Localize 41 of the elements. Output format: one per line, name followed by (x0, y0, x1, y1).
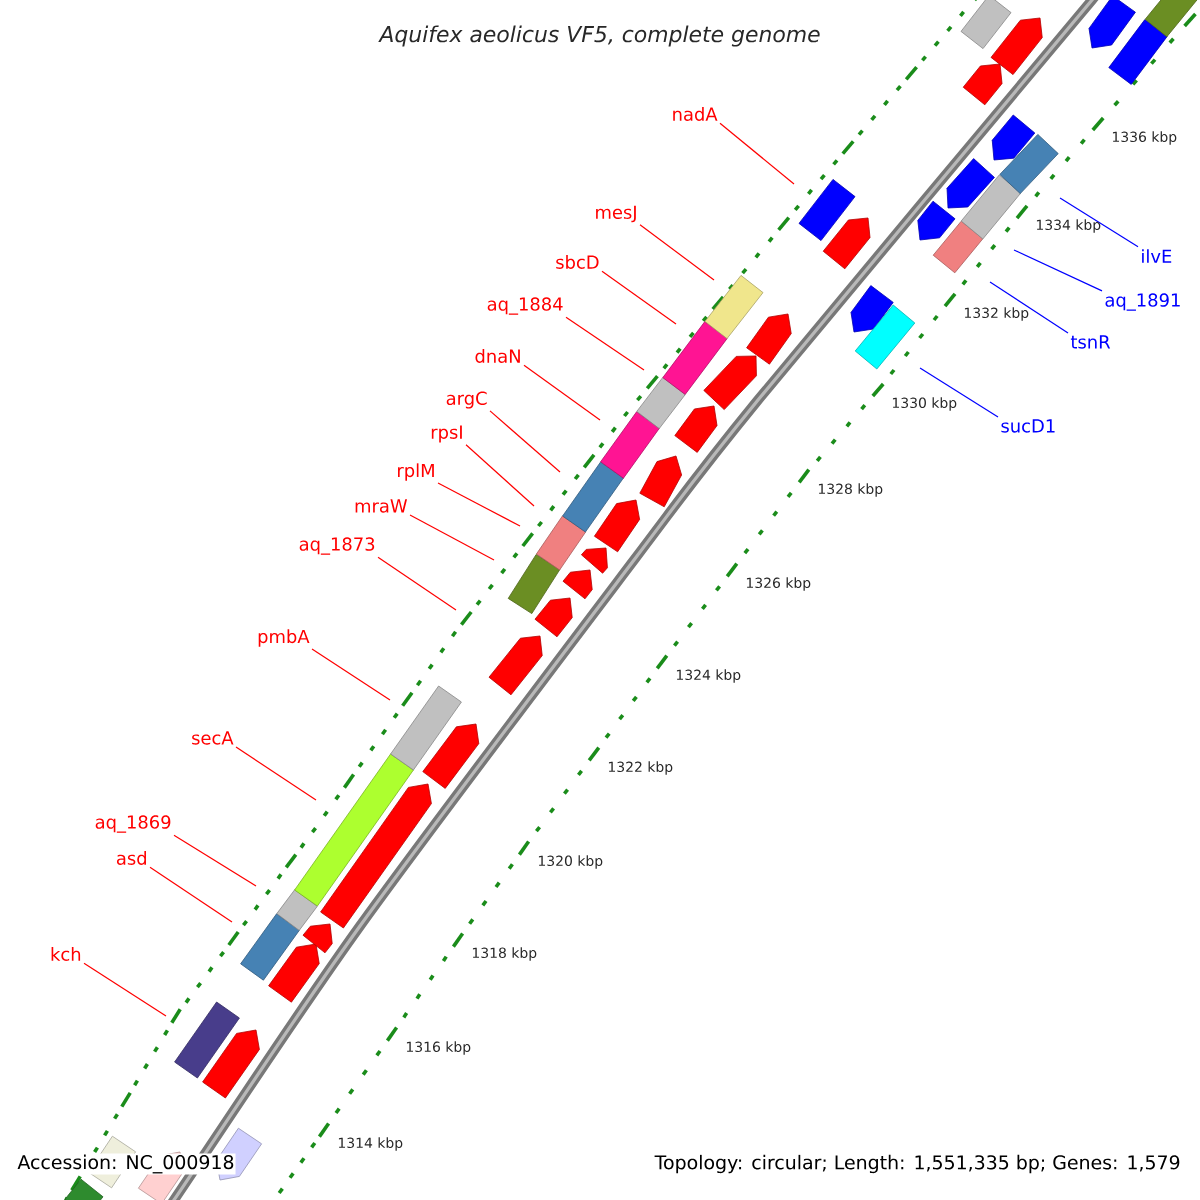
leader-line (639, 224, 715, 281)
gene-label: sucD1 (1001, 419, 1055, 433)
gene-label: kch (51, 947, 81, 961)
leader-line (989, 281, 1069, 334)
footer-text: Topology: circular; Length: 1,551,335 bp; Genes: 1,579 (653, 1153, 1182, 1175)
leader-line (377, 556, 457, 611)
leader-line (1013, 249, 1103, 292)
gene-label: sbcD (556, 255, 599, 269)
gene-label: rpsI (431, 425, 462, 443)
gene-label: secA (192, 731, 234, 745)
gene-label: pmbA (258, 629, 310, 647)
leader-line (719, 122, 795, 185)
gene-label: rplM (398, 463, 434, 481)
leader-line (465, 444, 535, 507)
leader-line (235, 746, 317, 801)
gene-label: dnaN (475, 349, 520, 363)
gene-label: tsnR (1070, 335, 1111, 349)
gene-label: nadA (673, 107, 718, 121)
leader-line (311, 648, 391, 701)
gene-label: mesJ (596, 205, 636, 223)
gene-label: mraW (355, 499, 408, 513)
leader-line (83, 962, 167, 1017)
title: Aquifex aeolicus VF5, complete genome (378, 25, 820, 47)
leader-line (523, 364, 601, 421)
leader-line (173, 834, 257, 887)
leader-line (565, 316, 645, 371)
leader-line (919, 367, 999, 418)
footer-text: Accession: NC_000918 (16, 1153, 236, 1175)
gene-label: aq_1891 (1105, 293, 1180, 311)
leader-line (149, 866, 233, 923)
gene-label: aq_1869 (95, 815, 171, 833)
leader-line (437, 482, 521, 527)
gene-label: aq_1884 (487, 297, 563, 315)
gene-label: ilvE (1142, 249, 1172, 263)
leader-line (1059, 197, 1139, 248)
gene-label: aq_1873 (299, 537, 375, 555)
leader-line (409, 514, 495, 561)
gene-label: argC (446, 391, 487, 409)
gene-label: asd (116, 851, 146, 865)
leader-line (489, 410, 561, 473)
leader-line (601, 270, 677, 325)
